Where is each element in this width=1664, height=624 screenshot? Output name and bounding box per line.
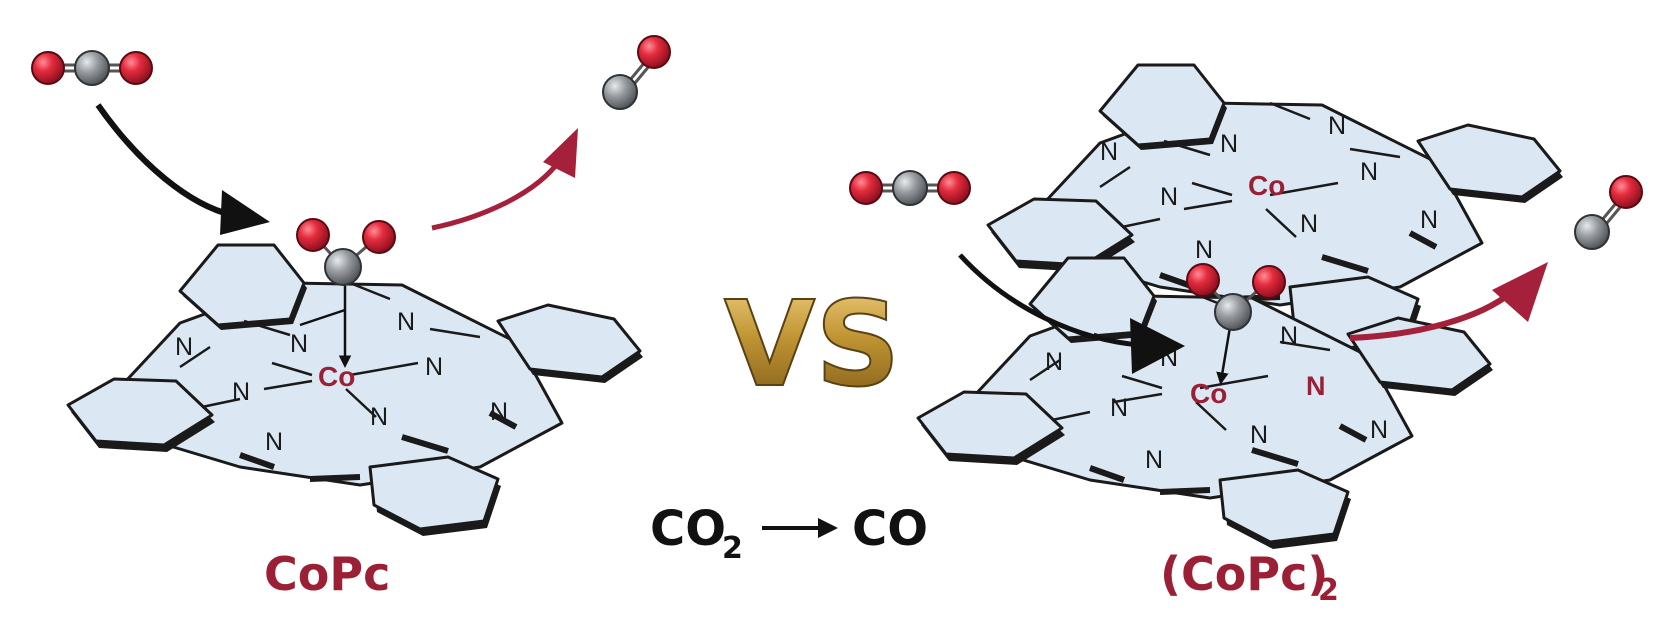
copc-label: CoPc [264, 547, 390, 601]
copc-dimer-subscript: 2 [1318, 573, 1339, 608]
product-label: CO [852, 501, 928, 557]
dimer-co-molecule-product [1573, 174, 1644, 251]
dimer-outgoing-arrow [1349, 289, 1514, 341]
co2-molecule-adsorbed [295, 217, 397, 287]
copc-molecule [68, 245, 643, 536]
dimer-incoming-arrowhead [1130, 318, 1185, 374]
copc-nitrogen-labels: N N N N N N N N [175, 308, 508, 456]
reaction-equation: CO 2 CO [650, 501, 928, 566]
nitrogen-label: N [1145, 446, 1163, 474]
reaction-arrow-head [818, 518, 838, 538]
nitrogen-label: N [1420, 206, 1438, 234]
reactant-subscript: 2 [722, 531, 743, 566]
nitrogen-label: N [1195, 236, 1213, 264]
nitrogen-label: N [397, 308, 415, 336]
incoming-arrow [95, 103, 233, 218]
nitrogen-label: N [1360, 158, 1378, 186]
nitrogen-label: N [1220, 130, 1238, 158]
cobalt-bottom-label: Co [1190, 378, 1227, 409]
outgoing-arrow [431, 158, 563, 231]
dimer-outgoing-arrowhead [1492, 262, 1548, 322]
dimer-incoming-arrow [958, 253, 1141, 348]
nitrogen-label: N [1160, 183, 1178, 211]
dimer-co2-molecule-free [848, 169, 972, 207]
nitrogen-label: N [1250, 421, 1268, 449]
nitrogen-label: N [232, 378, 250, 406]
reactant-label: CO [650, 501, 726, 557]
nitrogen-label: N [1370, 416, 1388, 444]
dimer-top-nitrogen-labels: N N N N N N N N [1100, 112, 1438, 264]
nitrogen-label: N [490, 398, 508, 426]
nitrogen-label: N [425, 353, 443, 381]
copc-dimer-label: (CoPc) [1160, 547, 1328, 601]
nitrogen-label: N [175, 333, 193, 361]
nitrogen-label: N [265, 428, 283, 456]
vs-label: VS [724, 275, 900, 413]
nitrogen-label: N [1100, 138, 1118, 166]
co-molecule-product [601, 34, 672, 111]
dimer-bottom-nitrogen-labels: N N N N N N N [1045, 322, 1388, 474]
nitrogen-label: N [1328, 112, 1346, 140]
nitrogen-label: N [1280, 322, 1298, 350]
cobalt-center-label: Co [318, 361, 355, 392]
highlighted-nitrogen-label: N [1306, 371, 1326, 401]
nitrogen-label: N [1300, 210, 1318, 238]
co2-molecule-free [30, 49, 154, 87]
outgoing-arrowhead [543, 128, 578, 178]
nitrogen-label: N [290, 330, 308, 358]
nitrogen-label: N [1045, 348, 1063, 376]
bond-line [299, 308, 346, 327]
nitrogen-label: N [370, 403, 388, 431]
nitrogen-label: N [1110, 394, 1128, 422]
cobalt-top-label: Co [1248, 170, 1285, 201]
incoming-arrowhead [220, 190, 270, 235]
